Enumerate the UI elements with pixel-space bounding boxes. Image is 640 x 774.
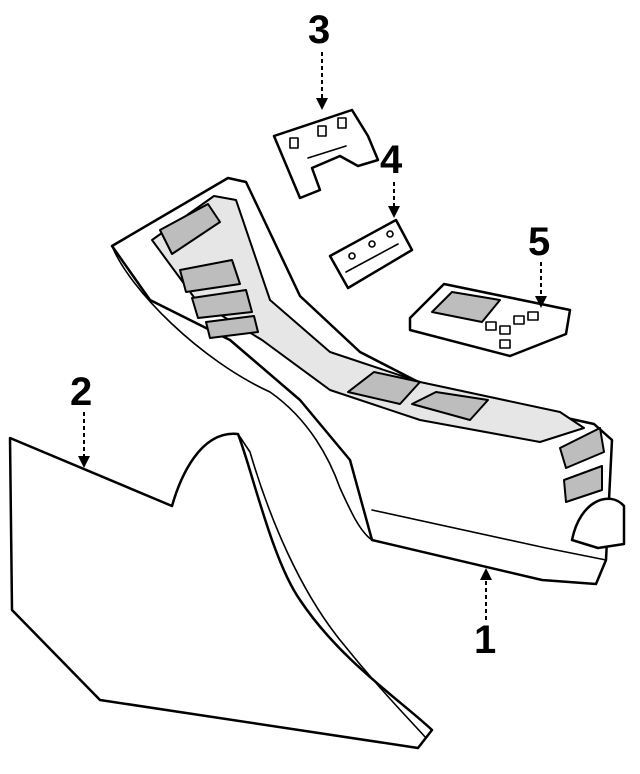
leader-line-5 (535, 262, 547, 308)
callout-label-5: 5 (528, 220, 551, 264)
leader-line-2 (78, 412, 90, 468)
callout-label-4: 4 (380, 138, 403, 182)
leader-line-1 (480, 568, 492, 620)
part-4-switch-plate (328, 218, 414, 290)
callout-label-2: 2 (70, 370, 93, 414)
part-3-trim-plate (272, 108, 380, 200)
leader-line-3 (316, 52, 328, 110)
part-2-side-panel (8, 432, 434, 750)
callout-label-1: 1 (474, 618, 497, 662)
part-5-control-bezel (408, 282, 572, 358)
part-1-console-body (110, 176, 626, 586)
callout-label-3: 3 (308, 8, 331, 52)
leader-line-4 (388, 182, 400, 218)
